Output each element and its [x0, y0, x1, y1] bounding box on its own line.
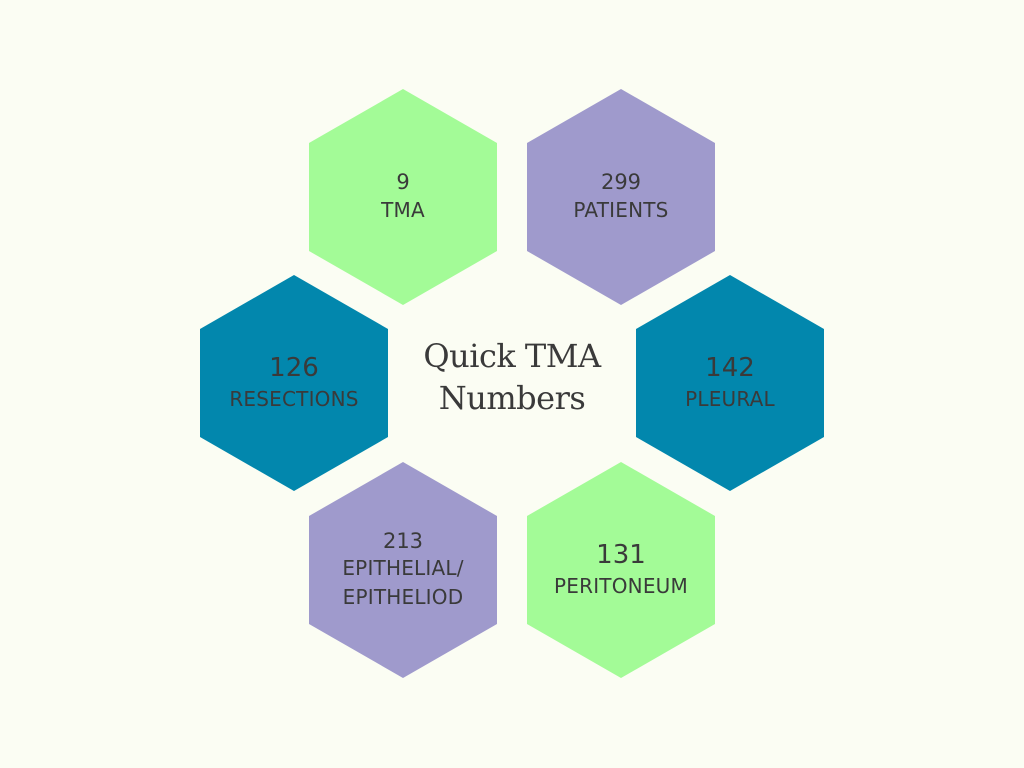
hexagon-label: TMA — [381, 197, 425, 222]
hexagon-label: PERITONEUM — [554, 573, 688, 598]
hexagon-value: 142 — [705, 353, 755, 384]
hexagon-label-line-2: EPITHELIOD — [342, 585, 464, 610]
center-title: Quick TMA Numbers — [396, 336, 628, 419]
hexagon-value: 299 — [600, 170, 642, 195]
hexagon-tma: 9 TMA — [309, 89, 497, 305]
hexagon-peritoneum: 131 PERITONEUM — [527, 462, 715, 678]
hexagon-label-line-1: EPITHELIAL/ — [342, 556, 464, 581]
hexagon-resections: 126 RESECTIONS — [200, 275, 388, 491]
hexagon-value: 213 — [382, 528, 424, 553]
hexagon-label: PLEURAL — [685, 386, 775, 411]
center-title-line-2: Numbers — [438, 378, 586, 417]
hexagon-label: PATIENTS — [573, 197, 669, 222]
hexagon-value: 9 — [396, 170, 410, 195]
hexagon-label: EPITHELIAL/ EPITHELIOD — [342, 554, 463, 612]
center-title-line-1: Quick TMA — [423, 337, 601, 375]
hexagon-value: 126 — [269, 353, 319, 384]
hexagon-pleural: 142 PLEURAL — [636, 275, 824, 491]
hexagon-patients: 299 PATIENTS — [527, 89, 715, 305]
hexagon-value: 131 — [596, 540, 646, 571]
hexagon-epithelial: 213 EPITHELIAL/ EPITHELIOD — [309, 462, 497, 678]
hexagon-label: RESECTIONS — [229, 386, 359, 411]
